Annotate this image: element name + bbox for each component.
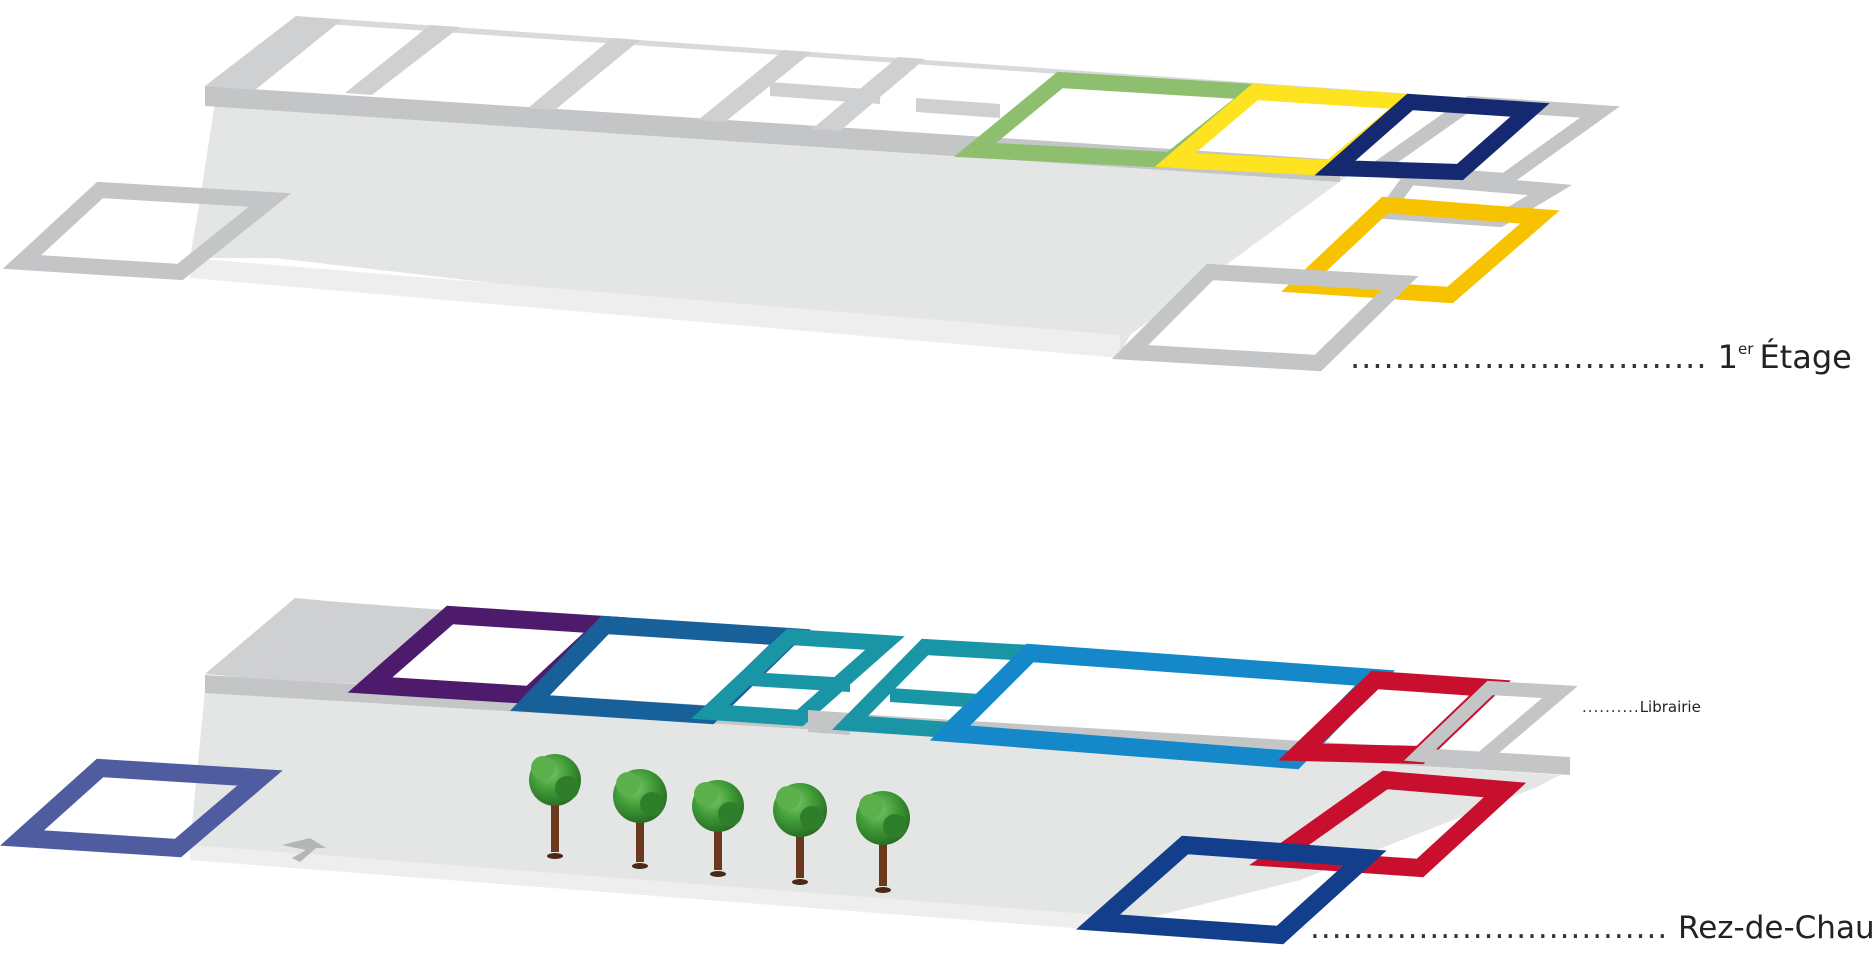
tree-icon <box>856 791 910 893</box>
tree-icon <box>613 769 667 869</box>
first-floor-slab-front <box>190 258 1120 358</box>
red-room-lower <box>1249 770 1527 878</box>
first-floor-leader: ................................ <box>1350 338 1708 376</box>
ground-floor <box>0 598 1578 945</box>
first-floor-number: 1 <box>1717 338 1739 376</box>
first-floor <box>2 16 1620 372</box>
front-room <box>1111 263 1419 372</box>
wall-div-4 <box>698 50 812 122</box>
blue-dark-room <box>1076 835 1387 945</box>
librairie-text: Librairie <box>1639 698 1701 716</box>
tree-icon <box>529 754 581 859</box>
wall-div-3 <box>528 38 640 110</box>
tree-icon <box>692 780 744 877</box>
first-floor-slab <box>190 102 1360 360</box>
teal-room-2-divider <box>890 688 980 708</box>
librairie-label: ..........Librairie <box>1582 698 1701 716</box>
teal-room-1 <box>691 628 905 727</box>
arrow-icon <box>282 838 326 862</box>
orange-room <box>1281 196 1560 304</box>
periwinkle-room <box>0 758 283 858</box>
ground-floor-slab-front <box>190 845 1100 930</box>
tree-icon <box>773 783 827 885</box>
ground-floor-label: ................................. Rez-de… <box>1310 910 1874 946</box>
ground-floor-leader: ................................. <box>1310 910 1669 946</box>
ground-div-left-2 <box>250 602 445 684</box>
wall-div-2 <box>345 25 460 95</box>
first-floor-label: ................................ 1er Étag… <box>1350 338 1852 376</box>
navy-room <box>1314 93 1550 181</box>
first-floor-superscript: er <box>1738 340 1754 358</box>
wall-div-7 <box>916 98 1000 118</box>
ground-floor-text: Rez-de-Chaussée <box>1678 910 1874 946</box>
teal-room-1-divider <box>750 672 850 692</box>
left-room <box>2 181 292 281</box>
ground-div-left-1 <box>205 598 338 678</box>
librairie-leader: .......... <box>1582 698 1640 716</box>
gray-room-right-rdc <box>1403 680 1578 768</box>
wall-div-6 <box>770 82 880 104</box>
first-floor-word: Étage <box>1759 338 1852 376</box>
wall-div-1 <box>205 16 342 90</box>
